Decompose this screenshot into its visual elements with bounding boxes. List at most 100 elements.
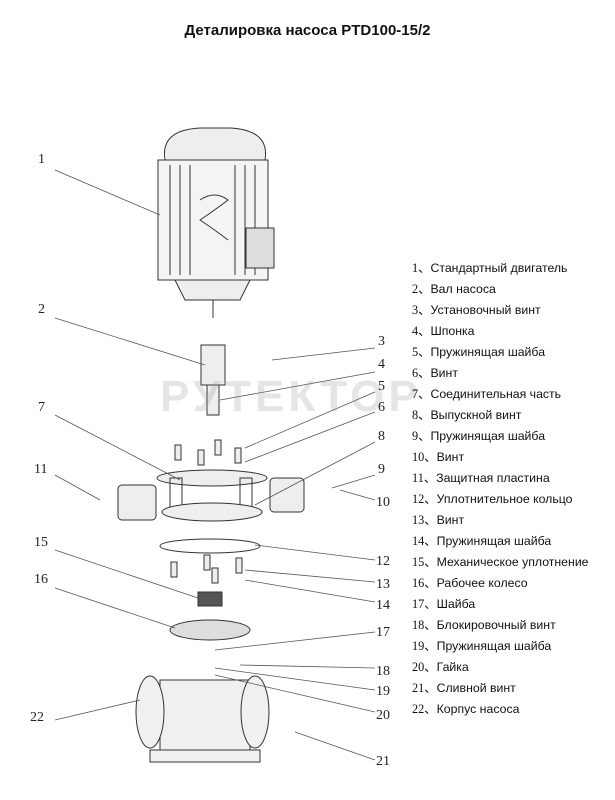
- legend-item: 21、Сливной винт: [412, 678, 589, 699]
- callout-5: 5: [378, 379, 385, 394]
- legend-item-number: 17、: [412, 597, 437, 611]
- legend-item-label: Винт: [430, 366, 458, 380]
- legend-item-number: 22、: [412, 702, 437, 716]
- callout-15: 15: [34, 535, 48, 550]
- callout-21: 21: [376, 754, 390, 769]
- legend-item-number: 2、: [412, 282, 431, 296]
- watermark: РУТЕКТОР: [160, 372, 422, 421]
- legend-item-label: Пружинящая шайба: [430, 429, 546, 443]
- legend-item-number: 4、: [412, 324, 431, 338]
- legend-item-label: Винт: [436, 513, 465, 527]
- legend-item-label: Гайка: [436, 660, 469, 674]
- legend-item-label: Пружинящая шайба: [436, 639, 552, 653]
- legend-item-label: Корпус насоса: [436, 702, 520, 716]
- legend-item-number: 15、: [412, 555, 437, 569]
- callout-6: 6: [378, 400, 385, 415]
- legend-item: 11、Защитная пластина: [412, 468, 589, 489]
- legend-item: 13、Винт: [412, 510, 589, 531]
- leader-lines: [54, 169, 376, 761]
- legend-item-label: Уплотнительное кольцо: [436, 492, 573, 506]
- callout-7: 7: [38, 400, 45, 415]
- legend-item: 10、Винт: [412, 447, 589, 468]
- legend-item-label: Установочный винт: [430, 303, 541, 317]
- o-ring: [159, 538, 261, 554]
- legend-item: 22、Корпус насоса: [412, 699, 589, 720]
- legend-item-number: 14、: [412, 534, 437, 548]
- legend-item-number: 19、: [412, 639, 437, 653]
- legend-item-number: 18、: [412, 618, 437, 632]
- legend-item: 3、Установочный винт: [412, 300, 589, 321]
- legend-item-label: Выпускной винт: [430, 408, 522, 422]
- callout-3: 3: [378, 334, 385, 349]
- legend-item-label: Механическое уплотнение: [436, 555, 589, 569]
- callout-8: 8: [378, 429, 385, 444]
- legend-item-label: Соединительная часть: [430, 387, 562, 401]
- legend-item-label: Стандартный двигатель: [430, 261, 568, 275]
- legend-item: 6、Винт: [412, 363, 589, 384]
- legend-item: 19、Пружинящая шайба: [412, 636, 589, 657]
- impeller: [169, 619, 251, 641]
- callout-9: 9: [378, 462, 385, 477]
- screws: [170, 439, 243, 584]
- connecting-part: [156, 469, 268, 522]
- legend-item: 15、Механическое уплотнение: [412, 552, 589, 573]
- callout-18: 18: [376, 664, 390, 679]
- legend-item: 16、Рабочее колесо: [412, 573, 589, 594]
- callout-12: 12: [376, 554, 390, 569]
- legend-item: 2、Вал насоса: [412, 279, 589, 300]
- legend-item-number: 1、: [412, 261, 431, 275]
- legend-item-number: 6、: [412, 366, 431, 380]
- legend-item-number: 7、: [412, 387, 431, 401]
- pump-casing: [135, 675, 270, 763]
- legend-item: 1、Стандартный двигатель: [412, 258, 589, 279]
- legend-item: 5、Пружинящая шайба: [412, 342, 589, 363]
- legend-item: 12、Уплотнительное кольцо: [412, 489, 589, 510]
- callout-14: 14: [376, 598, 390, 613]
- callout-11: 11: [34, 462, 48, 477]
- legend-item-number: 16、: [412, 576, 437, 590]
- legend-item-label: Пружинящая шайба: [436, 534, 552, 548]
- legend-item-label: Защитная пластина: [436, 471, 550, 485]
- callout-19: 19: [376, 684, 390, 699]
- legend-item: 8、Выпускной винт: [412, 405, 589, 426]
- callout-20: 20: [376, 708, 390, 723]
- legend-item: 17、Шайба: [412, 594, 589, 615]
- legend-item-number: 11、: [412, 471, 437, 485]
- legend-item-label: Блокировочный винт: [436, 618, 556, 632]
- guard-plate-left: [117, 484, 157, 521]
- legend-item-label: Сливной винт: [436, 681, 516, 695]
- legend-item-number: 10、: [412, 450, 437, 464]
- legend-item: 18、Блокировочный винт: [412, 615, 589, 636]
- legend-item-label: Шпонка: [430, 324, 475, 338]
- guard-plate-right: [269, 477, 305, 513]
- callout-10: 10: [376, 495, 390, 510]
- legend-item: 7、Соединительная часть: [412, 384, 589, 405]
- legend-item: 14、Пружинящая шайба: [412, 531, 589, 552]
- callout-13: 13: [376, 577, 390, 592]
- callout-2: 2: [38, 302, 45, 317]
- legend-item-number: 20、: [412, 660, 437, 674]
- mechanical-seal: [197, 591, 223, 607]
- legend-item-label: Винт: [436, 450, 465, 464]
- legend-item-label: Рабочее колесо: [436, 576, 528, 590]
- legend-item-number: 8、: [412, 408, 431, 422]
- legend-item-number: 5、: [412, 345, 431, 359]
- callout-16: 16: [34, 572, 48, 587]
- legend-item: 4、Шпонка: [412, 321, 589, 342]
- motor: [157, 127, 275, 318]
- legend-item-label: Вал насоса: [430, 282, 496, 296]
- legend-item-number: 13、: [412, 513, 437, 527]
- legend-item: 20、Гайка: [412, 657, 589, 678]
- callout-22: 22: [30, 710, 44, 725]
- legend-item-number: 12、: [412, 492, 437, 506]
- legend-item: 9、Пружинящая шайба: [412, 426, 589, 447]
- callout-4: 4: [378, 357, 385, 372]
- legend-item-number: 3、: [412, 303, 431, 317]
- callout-17: 17: [376, 625, 390, 640]
- legend-item-label: Пружинящая шайба: [430, 345, 546, 359]
- callout-1: 1: [38, 152, 45, 167]
- legend-item-label: Шайба: [436, 597, 476, 611]
- page-title: Деталировка насоса PTD100-15/2: [184, 22, 431, 39]
